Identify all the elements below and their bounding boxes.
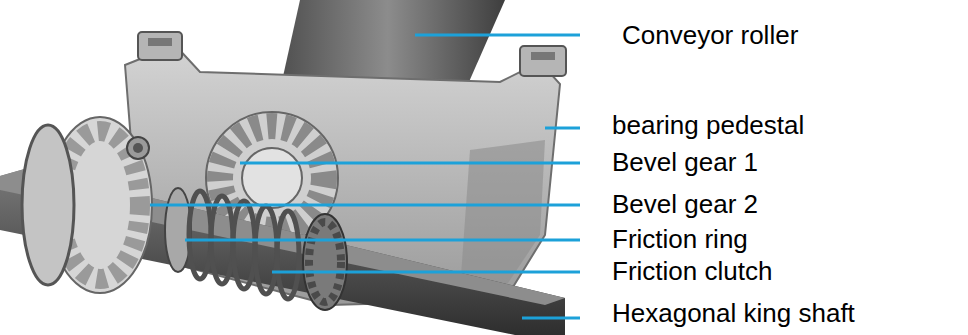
- pedestal-clip: [520, 46, 566, 76]
- clutch-teeth: [309, 222, 341, 302]
- leader-line: [522, 317, 580, 320]
- part-label: Bevel gear 2: [612, 191, 758, 218]
- spring-coil: [255, 206, 277, 294]
- friction-clutch: [303, 214, 347, 310]
- part-label: Bevel gear 1: [612, 149, 758, 176]
- part-label: Friction clutch: [612, 258, 772, 285]
- bearing-pedestal: [125, 45, 560, 305]
- bolt: [127, 137, 149, 159]
- bolt-socket: [133, 143, 143, 153]
- leader-lines: [150, 35, 580, 318]
- leader-line: [545, 127, 580, 130]
- leader-line: [240, 162, 580, 165]
- leader-line: [150, 204, 580, 207]
- leader-line: [415, 34, 580, 37]
- part-label: bearing pedestal: [612, 112, 804, 139]
- pedestal-clip-slot: [148, 38, 172, 46]
- pedestal-clip-slot: [531, 52, 555, 60]
- part-label: Friction ring: [612, 226, 748, 253]
- leader-line: [272, 271, 580, 274]
- spring-coil: [233, 201, 255, 289]
- gear-hub: [242, 148, 302, 208]
- spring-coil: [277, 211, 299, 299]
- gear-collar: [22, 125, 74, 285]
- leader-line: [185, 239, 580, 242]
- pedestal-clip: [138, 32, 182, 60]
- clutch-spring: [189, 191, 299, 299]
- part-label: Conveyor roller: [622, 22, 798, 49]
- part-label: Hexagonal king shaft: [612, 300, 855, 327]
